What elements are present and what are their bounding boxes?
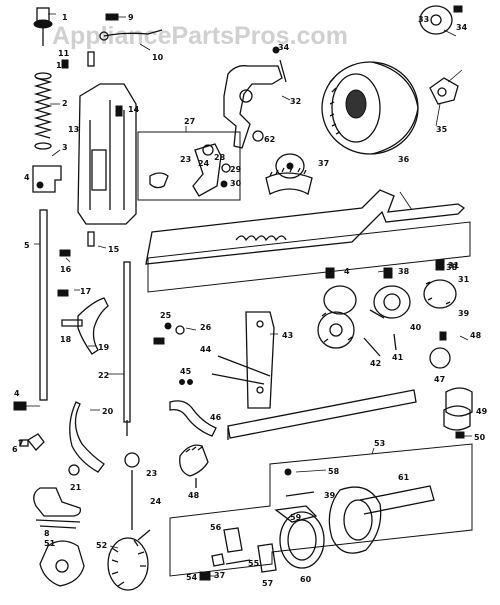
part-number-labels: 11 12 2 3 4 5 4 7 6 8 9 10 13 14 15 16 1… <box>12 13 488 588</box>
label-35: 35 <box>436 125 448 134</box>
label-48b: 48 <box>470 331 482 340</box>
label-56: 56 <box>210 523 222 532</box>
label-57: 57 <box>262 579 273 588</box>
bobbin-case <box>39 529 151 591</box>
label-52: 52 <box>96 541 107 550</box>
watermark: AppliancePartsPros.com <box>52 22 348 50</box>
label-43: 43 <box>282 331 293 340</box>
label-37a: 37 <box>318 159 329 168</box>
label-8: 8 <box>44 529 50 538</box>
label-41: 41 <box>392 353 404 362</box>
label-55: 55 <box>248 559 260 568</box>
label-61: 61 <box>398 473 410 482</box>
label-4b: 4 <box>14 389 20 398</box>
label-14: 14 <box>128 105 140 114</box>
label-38a: 38 <box>398 267 410 276</box>
label-39b: 39 <box>324 491 336 500</box>
label-54: 54 <box>186 573 198 582</box>
label-9: 9 <box>128 13 134 22</box>
label-58: 58 <box>328 467 340 476</box>
label-39a: 39 <box>458 309 470 318</box>
label-10: 10 <box>152 53 164 62</box>
arm-shaft <box>145 189 471 293</box>
label-42: 42 <box>370 359 381 368</box>
label-12: 12 <box>56 61 67 70</box>
label-7: 7 <box>18 439 24 448</box>
label-27: 27 <box>184 117 195 126</box>
label-3: 3 <box>62 143 68 152</box>
label-1: 1 <box>62 13 68 22</box>
label-23b: 23 <box>180 155 191 164</box>
needle-bar-group <box>19 261 140 530</box>
label-49: 49 <box>476 407 488 416</box>
label-18: 18 <box>60 335 72 344</box>
label-11: 11 <box>58 49 70 58</box>
label-47: 47 <box>434 375 445 384</box>
label-4c: 4 <box>344 267 350 276</box>
label-21: 21 <box>70 483 82 492</box>
leader-lines <box>34 13 472 577</box>
label-51: 51 <box>44 539 56 548</box>
handwheel <box>321 5 463 155</box>
label-5: 5 <box>24 241 30 250</box>
label-48a: 48 <box>188 491 200 500</box>
label-60: 60 <box>300 575 312 584</box>
label-13: 13 <box>68 125 79 134</box>
label-62: 62 <box>264 135 275 144</box>
label-46: 46 <box>210 413 222 422</box>
label-2: 2 <box>62 99 68 108</box>
label-24a: 24 <box>150 497 162 506</box>
label-59: 59 <box>290 513 302 522</box>
label-50: 50 <box>474 433 486 442</box>
label-32: 32 <box>290 97 301 106</box>
label-17: 17 <box>80 287 91 296</box>
label-38b: 38 <box>446 263 458 272</box>
label-20: 20 <box>102 407 114 416</box>
label-29: 29 <box>230 165 242 174</box>
label-36: 36 <box>398 155 410 164</box>
label-6: 6 <box>12 445 18 454</box>
cam-assembly <box>317 259 473 439</box>
bed-shaft <box>227 389 417 440</box>
label-34b: 34 <box>456 23 468 32</box>
label-26: 26 <box>200 323 212 332</box>
needle-bar-frame <box>59 29 163 257</box>
label-4a: 4 <box>24 173 30 182</box>
label-19: 19 <box>98 343 110 352</box>
label-33: 33 <box>418 15 429 24</box>
label-28: 28 <box>214 153 226 162</box>
label-45: 45 <box>180 367 192 376</box>
label-40: 40 <box>410 323 422 332</box>
label-34a: 34 <box>278 43 290 52</box>
label-53: 53 <box>374 439 385 448</box>
feed-bracket <box>153 311 275 409</box>
label-44: 44 <box>200 345 212 354</box>
label-15: 15 <box>108 245 120 254</box>
label-22: 22 <box>98 371 109 380</box>
label-31a: 31 <box>448 261 460 270</box>
label-30: 30 <box>230 179 242 188</box>
label-24b: 24 <box>198 159 210 168</box>
take-up-assembly <box>137 126 241 201</box>
label-16: 16 <box>60 265 72 274</box>
feed-dog-assembly <box>169 379 217 488</box>
label-23a: 23 <box>146 469 157 478</box>
presser-bar-assembly <box>13 7 126 529</box>
label-31b: 31 <box>458 275 470 284</box>
gear-62 <box>265 153 313 195</box>
rotary-hook-assembly <box>169 443 473 581</box>
feed-rock-shaft <box>223 46 287 149</box>
label-25: 25 <box>160 311 172 320</box>
label-37b: 37 <box>214 571 225 580</box>
